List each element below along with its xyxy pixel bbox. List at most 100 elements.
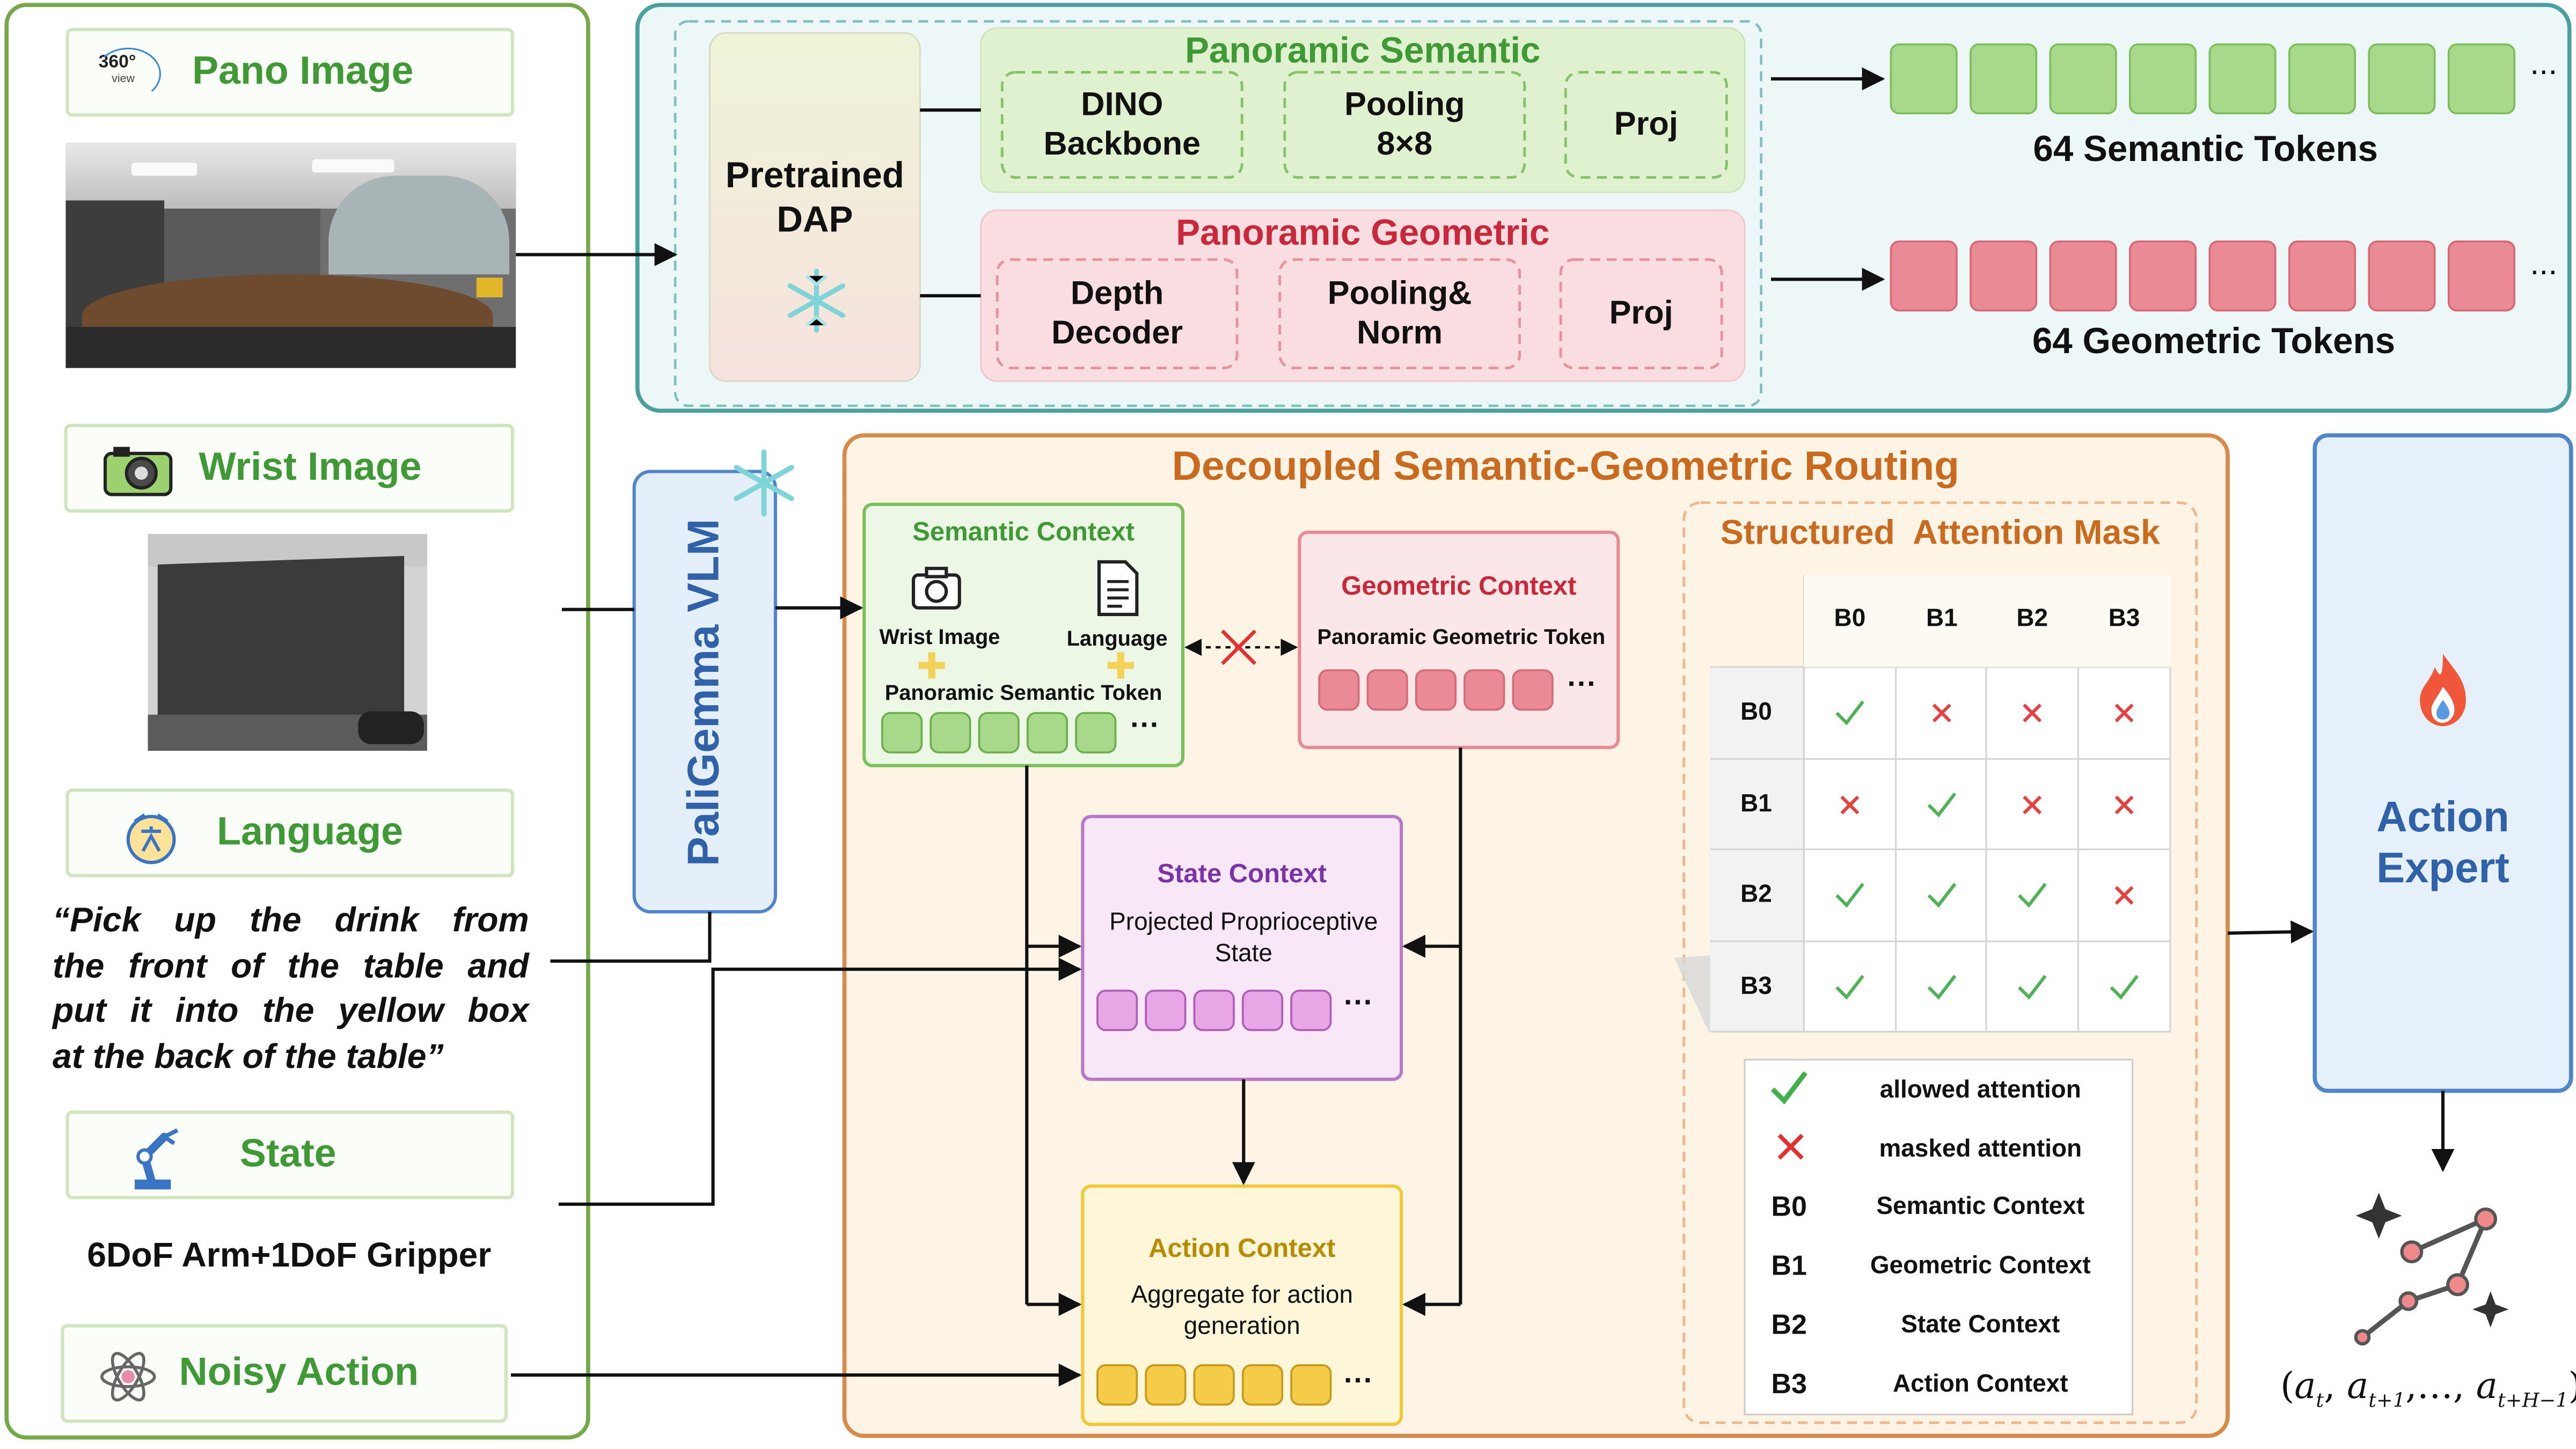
semantic-token — [1890, 43, 1958, 115]
geometric-token — [2208, 240, 2277, 312]
semantic-context-wrist-label: Wrist Image — [879, 624, 1000, 649]
action-expert-box — [2312, 433, 2573, 1093]
mask-title: Structured Attention Mask — [1720, 514, 2160, 552]
semantic-token — [2288, 43, 2357, 115]
geometric-token — [2288, 240, 2357, 312]
flame-icon — [2412, 650, 2474, 729]
state-value: 6DoF Arm+1DoF Gripper — [46, 1225, 532, 1288]
semantic-context-title: Semantic Context — [912, 519, 1135, 547]
state-label: State — [239, 1132, 336, 1176]
geometric-context-token — [1463, 669, 1505, 711]
vlm-snowflake-icon — [729, 449, 799, 518]
geometric-tokens-ellipsis: ... — [2530, 246, 2558, 283]
pano-image — [65, 143, 516, 368]
masked-cross-icon — [2023, 704, 2042, 723]
state-context-token — [1096, 990, 1138, 1031]
geometric-context-ellipsis: ··· — [1567, 667, 1597, 700]
semantic-token — [2447, 43, 2516, 115]
masked-cross-icon — [2023, 795, 2042, 815]
geometric-pooling-module: Pooling&Norm — [1327, 276, 1472, 352]
legend-masked-label: masked attention — [1879, 1135, 2082, 1163]
action-context-token — [1096, 1364, 1138, 1406]
instruction-line: “Pick up the drink from — [52, 902, 529, 940]
legend-key: B0 — [1771, 1191, 1807, 1223]
action-context-token — [1145, 1364, 1187, 1406]
semantic-proj-module: Proj — [1614, 106, 1678, 142]
state-context-token — [1145, 990, 1187, 1031]
constellation-icon — [2350, 1180, 2523, 1347]
semantic-branch-title: Panoramic Semantic — [1184, 30, 1541, 71]
semantic-context-token — [881, 712, 923, 753]
vlm-label-wrap: PaliGemma VLM — [634, 472, 775, 912]
state-context-token — [1290, 990, 1332, 1031]
masked-cross-icon — [2114, 704, 2134, 723]
masked-cross-icon — [2114, 795, 2134, 815]
allowed-check-icon — [1835, 883, 1864, 908]
semantic-context-language-label: Language — [1066, 626, 1168, 651]
geometric-context-token — [1318, 669, 1360, 711]
masked-cross-icon — [1932, 704, 1951, 723]
geometric-token — [2447, 240, 2516, 312]
legend-value: Geometric Context — [1870, 1252, 2091, 1280]
semantic-token — [2049, 43, 2117, 115]
masked-cross-icon — [1840, 795, 1860, 815]
check-icon — [1768, 1068, 1814, 1107]
cross-icon — [1774, 1130, 1810, 1166]
legend-key: B1 — [1771, 1250, 1807, 1282]
geometric-token — [1970, 240, 2038, 312]
geometric-token — [2368, 240, 2436, 312]
geometric-proj-module: Proj — [1609, 295, 1673, 331]
action-context-token — [1193, 1364, 1235, 1406]
instruction-line: the front of the table and — [52, 947, 529, 985]
allowed-check-icon — [2018, 975, 2047, 1000]
state-context-token — [1193, 990, 1235, 1031]
semantic-context-token — [1075, 712, 1117, 753]
blocked-cross-icon — [1221, 630, 1257, 665]
noisy-action-label: Noisy Action — [179, 1350, 419, 1395]
camera-icon — [103, 444, 173, 496]
action-context-token — [1241, 1364, 1284, 1406]
allowed-check-icon — [1927, 975, 1957, 1000]
noisy-action-label-box: Noisy Action — [61, 1324, 508, 1423]
instruction-line: at the back of the table” — [52, 1037, 444, 1075]
mask-row-header: B0 — [1740, 698, 1772, 727]
legend-value: State Context — [1901, 1311, 2060, 1339]
allowed-check-icon — [1835, 975, 1864, 1000]
semantic-token — [2208, 43, 2277, 115]
action-context-title: Action Context — [1148, 1235, 1336, 1264]
atom-icon — [97, 1347, 159, 1406]
legend-key: B2 — [1771, 1309, 1807, 1341]
language-label-box: Language — [65, 788, 515, 877]
semantic-context-ellipsis: ··· — [1130, 708, 1160, 741]
allowed-check-icon — [2110, 975, 2139, 1000]
context-camera-icon — [910, 564, 963, 613]
geometric-context-title: Geometric Context — [1341, 573, 1577, 602]
mask-col-header: B1 — [1926, 604, 1958, 633]
semantic-tokens-ellipsis: ... — [2530, 46, 2558, 83]
state-context-ellipsis: ··· — [1344, 985, 1374, 1019]
action-context-token — [1290, 1364, 1332, 1406]
geometric-context-token — [1415, 669, 1457, 711]
document-icon — [1093, 559, 1142, 618]
vlm-label: PaliGemma VLM — [679, 517, 729, 866]
action-output-formula: (at, at+1,…, at+H−1) — [2280, 1366, 2576, 1412]
geometric-tokens-label: 64 Geometric Tokens — [2032, 320, 2396, 362]
pano-image-label: Pano Image — [192, 49, 414, 94]
dap-box — [708, 32, 921, 382]
allowed-check-icon — [1835, 700, 1864, 726]
geometric-branch-title: Panoramic Geometric — [1176, 211, 1550, 253]
vlm-box — [632, 470, 777, 914]
robot-arm-icon — [128, 1124, 184, 1193]
state-context-token — [1241, 990, 1284, 1031]
semantic-token — [2129, 43, 2197, 115]
geometric-token — [2129, 240, 2197, 312]
language-translate-icon — [122, 808, 181, 867]
panorama-360-icon: 360° view — [95, 47, 161, 102]
semantic-context-token — [1026, 712, 1069, 753]
language-label: Language — [217, 810, 404, 854]
